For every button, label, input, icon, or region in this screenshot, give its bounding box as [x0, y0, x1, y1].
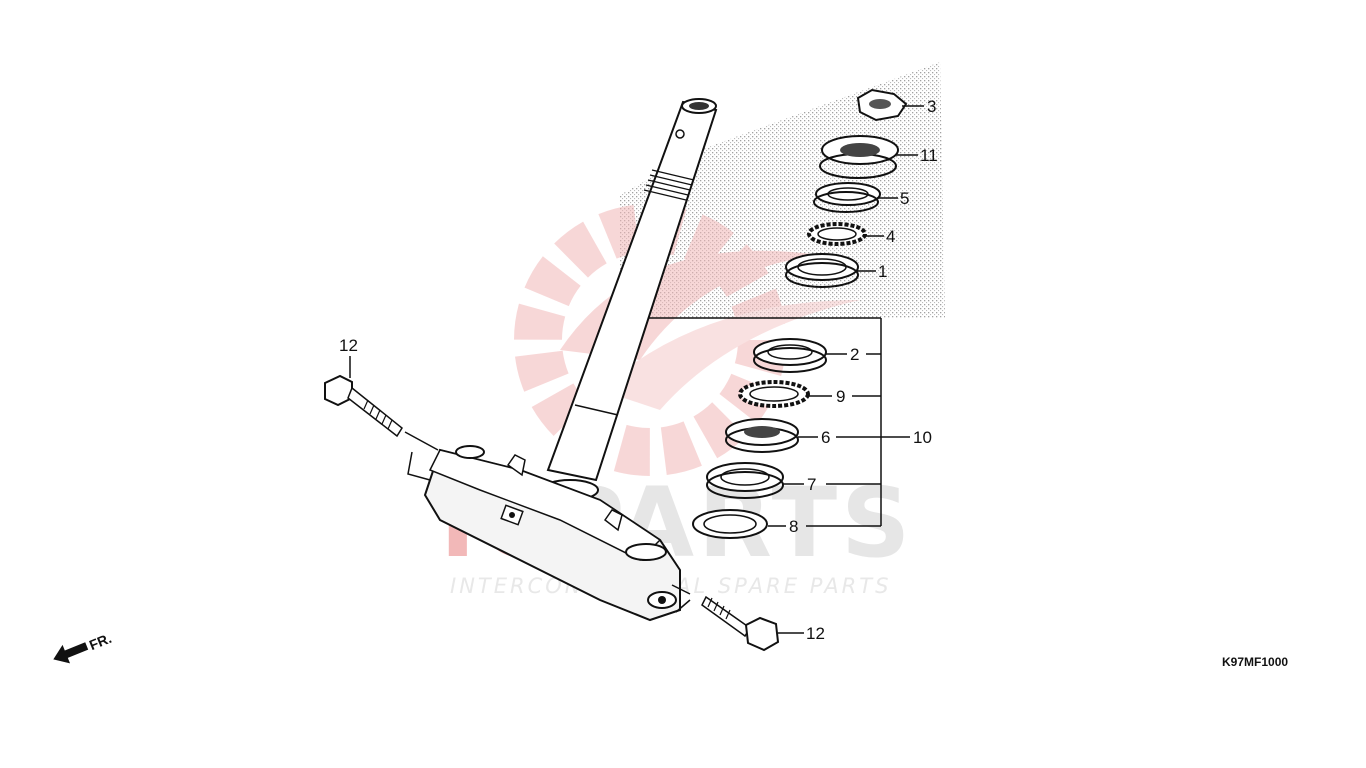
- callout-2: 2: [850, 345, 859, 364]
- upper-bearing-part: [807, 222, 867, 246]
- callout-12-upper: 12: [339, 336, 358, 355]
- callout-7: 7: [807, 475, 816, 494]
- callout-1: 1: [878, 262, 887, 281]
- callout-12-lower: 12: [806, 624, 825, 643]
- front-indicator-label: FR.: [87, 630, 114, 653]
- upper-outer-race-part: [785, 253, 859, 288]
- front-arrow-icon: FR.: [53, 630, 114, 664]
- callout-9: 9: [836, 387, 845, 406]
- leader-lines: [349, 105, 924, 634]
- adjusting-nut-part: [819, 135, 899, 179]
- lock-nut-part: [856, 88, 908, 122]
- upper-inner-race-part: [813, 182, 881, 213]
- callout-10: 10: [913, 428, 932, 447]
- dust-seal-part: [706, 462, 784, 499]
- callout-8: 8: [789, 517, 798, 536]
- callout-4: 4: [886, 227, 895, 246]
- bottom-bridge-part: [423, 445, 681, 622]
- washer-part: [692, 509, 768, 539]
- lower-bearing-part: [738, 380, 810, 408]
- bolt-upper-part: [324, 374, 439, 481]
- callout-6: 6: [821, 428, 830, 447]
- bolt-lower-part: [671, 584, 780, 652]
- callout-5: 5: [900, 189, 909, 208]
- callout-3: 3: [927, 97, 936, 116]
- callout-11: 11: [920, 146, 938, 165]
- lower-outer-race-part: [753, 338, 827, 373]
- lower-inner-race-part: [725, 418, 799, 453]
- drawing-code: K97MF1000: [1222, 655, 1288, 669]
